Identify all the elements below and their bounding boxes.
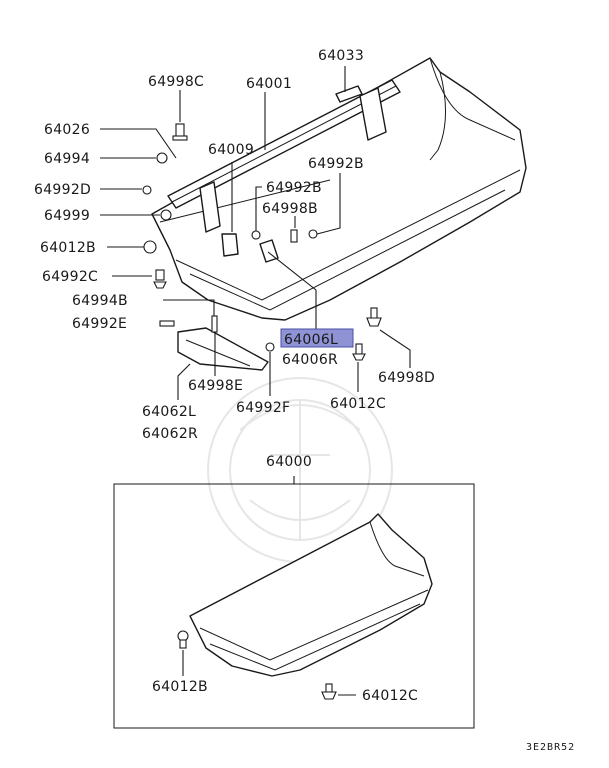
label-64998d[interactable]: 64998D (378, 370, 435, 386)
lower-extension (177, 327, 269, 371)
fasteners-assembled (177, 630, 337, 700)
label-64012c-b[interactable]: 64012C (362, 688, 418, 704)
label-64998e[interactable]: 64998E (188, 378, 243, 394)
bumper-shell-assembled (189, 513, 433, 677)
label-64000[interactable]: 64000 (266, 454, 312, 470)
label-64009[interactable]: 64009 (208, 142, 254, 158)
label-64998c[interactable]: 64998C (148, 74, 204, 90)
label-64006l[interactable]: 64006L (284, 332, 338, 348)
label-64992c[interactable]: 64992C (42, 269, 98, 285)
label-64992d[interactable]: 64992D (34, 182, 91, 198)
label-64006r[interactable]: 64006R (282, 352, 338, 368)
label-64992b-b[interactable]: 64992B (266, 180, 322, 196)
leader-lines-assembled (182, 650, 356, 696)
bracket-64009 (221, 233, 239, 257)
part-labels: 64033 64001 64998C 64026 64994 64009 649… (34, 48, 435, 704)
highlight-64006l (280, 328, 354, 348)
label-64001[interactable]: 64001 (246, 76, 292, 92)
label-64012b-a[interactable]: 64012B (40, 240, 96, 256)
label-64992f[interactable]: 64992F (236, 400, 290, 416)
leader-lines-upper (100, 66, 411, 400)
label-64994b[interactable]: 64994B (72, 293, 128, 309)
label-64998b[interactable]: 64998B (262, 201, 318, 217)
label-64062l[interactable]: 64062L (142, 404, 196, 420)
bracket-64033 (335, 85, 363, 103)
label-64992b-a[interactable]: 64992B (308, 156, 364, 172)
label-64999[interactable]: 64999 (44, 208, 90, 224)
reinforcement-bar (167, 79, 401, 233)
label-64026[interactable]: 64026 (44, 122, 90, 138)
label-64033[interactable]: 64033 (318, 48, 364, 64)
label-64012b-b[interactable]: 64012B (152, 679, 208, 695)
diagram-code: 3E2BR52 (526, 742, 575, 753)
label-64992e[interactable]: 64992E (72, 316, 127, 332)
label-64994[interactable]: 64994 (44, 151, 90, 167)
label-64062r[interactable]: 64062R (142, 426, 198, 442)
label-64012c-a[interactable]: 64012C (330, 396, 386, 412)
bumper-shell-upper (151, 57, 527, 321)
